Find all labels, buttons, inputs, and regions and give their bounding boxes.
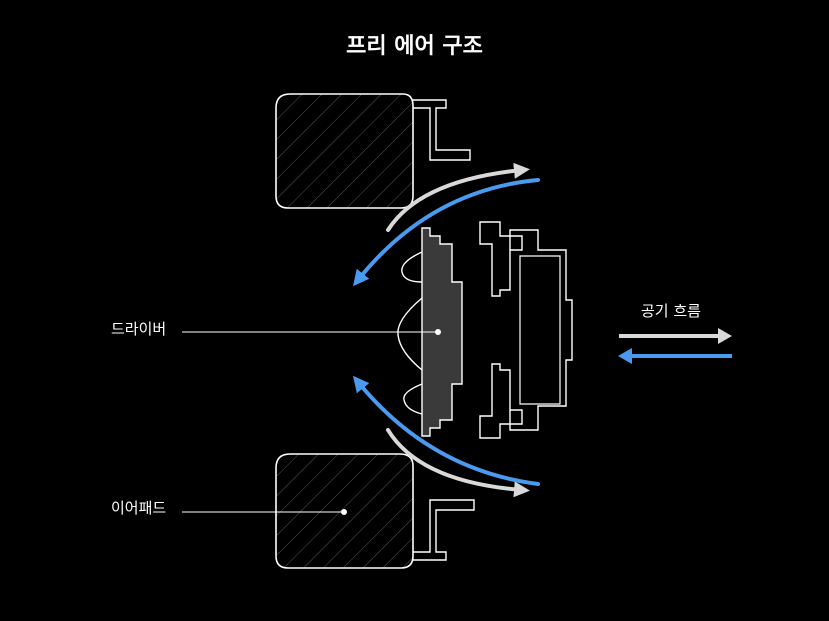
earpad-bottom <box>275 453 475 569</box>
leader-earpad <box>182 509 347 515</box>
page-title: 프리 에어 구조 <box>346 34 483 59</box>
earpad-top <box>275 93 471 209</box>
legend-title: 공기 흐름 <box>641 302 701 320</box>
driver-label: 드라이버 <box>111 320 167 338</box>
airflow-in-top <box>353 178 540 287</box>
leader-driver <box>182 329 441 335</box>
airflow-in-bottom <box>352 375 540 486</box>
arrow-left-icon <box>618 348 732 364</box>
earpad-label: 이어패드 <box>111 499 167 517</box>
arrow-right-icon <box>619 328 732 344</box>
airflow-out-top <box>386 162 530 232</box>
airflow-arrows <box>352 162 540 498</box>
housing <box>479 221 573 439</box>
airflow-out-bottom <box>386 428 530 498</box>
driver-unit <box>397 227 463 437</box>
